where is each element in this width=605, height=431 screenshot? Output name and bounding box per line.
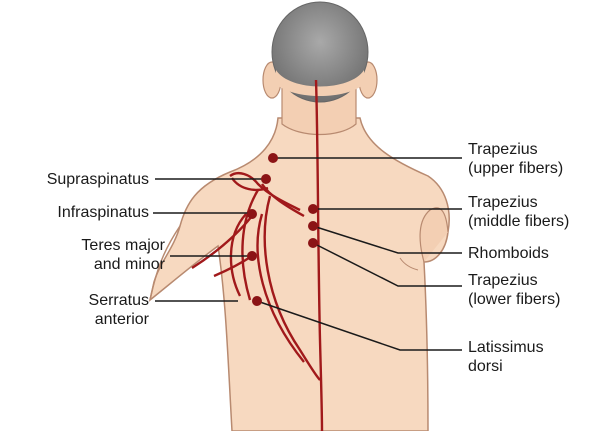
label-infraspinatus: Infraspinatus bbox=[57, 203, 149, 222]
label-serratus: Serratus anterior bbox=[89, 291, 149, 329]
label-trap-lower: Trapezius (lower fibers) bbox=[468, 271, 560, 309]
label-supraspinatus: Supraspinatus bbox=[47, 170, 149, 189]
dot-infraspinatus bbox=[247, 209, 257, 219]
dot-rhomboids bbox=[308, 221, 318, 231]
label-rhomboids: Rhomboids bbox=[468, 244, 549, 263]
label-trap-middle: Trapezius (middle fibers) bbox=[468, 193, 569, 231]
label-teres: Teres major and minor bbox=[81, 236, 165, 274]
label-latissimus: Latissimus dorsi bbox=[468, 338, 544, 376]
torso bbox=[150, 118, 449, 431]
dot-supraspinatus bbox=[261, 174, 271, 184]
dot-trap-lower bbox=[308, 238, 318, 248]
dot-trap-upper bbox=[268, 153, 278, 163]
label-trap-upper: Trapezius (upper fibers) bbox=[468, 140, 563, 178]
dot-teres bbox=[247, 251, 257, 261]
dot-trap-middle bbox=[308, 204, 318, 214]
dot-latissimus bbox=[252, 296, 262, 306]
